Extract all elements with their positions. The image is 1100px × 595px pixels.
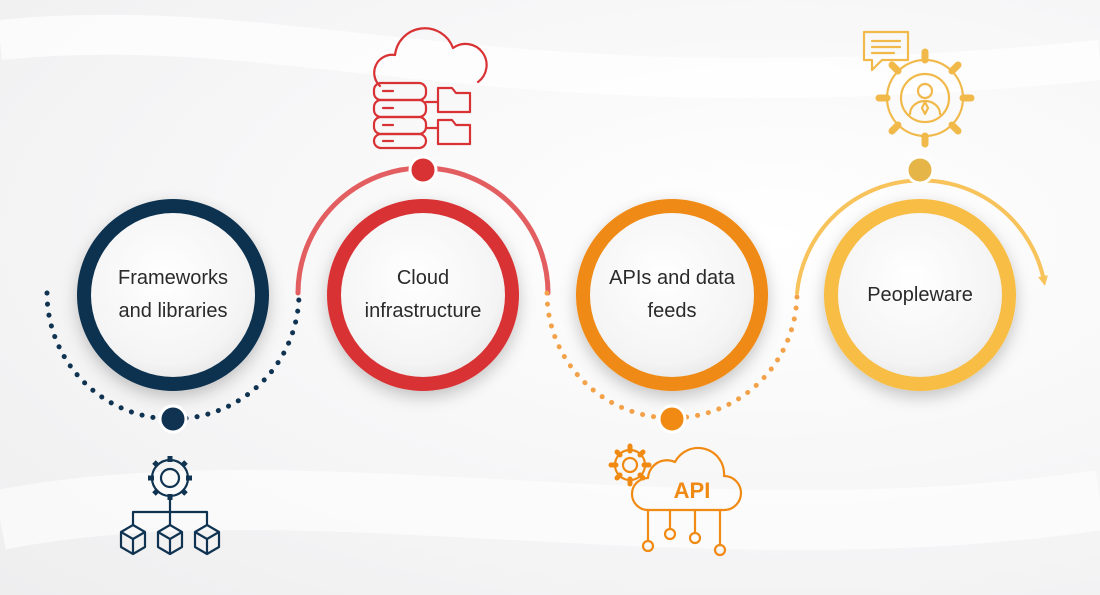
api-cloud-icon bbox=[608, 443, 743, 557]
stage-label-line: Frameworks bbox=[117, 267, 228, 289]
stage-label-line: Cloud bbox=[396, 267, 450, 289]
stage-label-line: Peopleware bbox=[867, 284, 973, 306]
api-icon-text: API bbox=[674, 478, 711, 503]
person-gear-icon bbox=[862, 30, 975, 148]
disc-3 bbox=[590, 213, 754, 377]
stage-label-apis: APIs and data feeds bbox=[582, 262, 762, 328]
disc-1 bbox=[91, 213, 255, 377]
stage-label-line: feeds bbox=[647, 300, 697, 322]
stage-label-line: and libraries bbox=[118, 300, 228, 322]
stage-label-frameworks: Frameworks and libraries bbox=[83, 262, 263, 328]
node-dot-1 bbox=[158, 404, 188, 434]
disc-2 bbox=[341, 213, 505, 377]
cloud-database-icon bbox=[372, 27, 488, 150]
stage-label-line: APIs and data bbox=[609, 267, 735, 289]
node-dot-3 bbox=[657, 404, 687, 434]
connector-arc-3 bbox=[544, 290, 800, 421]
stage-label-peopleware: Peopleware bbox=[830, 279, 1010, 312]
gear-network-icon bbox=[119, 456, 221, 556]
disc-4 bbox=[838, 213, 1002, 377]
stage-peopleware bbox=[795, 30, 1048, 391]
stage-frameworks bbox=[44, 199, 302, 556]
stage-label-line: infrastructure bbox=[364, 300, 482, 322]
stage-cloud bbox=[295, 27, 551, 391]
stage-apis: API bbox=[544, 199, 800, 557]
node-dot-2 bbox=[408, 155, 438, 185]
stage-label-cloud: Cloud infrastructure bbox=[333, 262, 513, 328]
node-dot-4 bbox=[905, 155, 935, 185]
